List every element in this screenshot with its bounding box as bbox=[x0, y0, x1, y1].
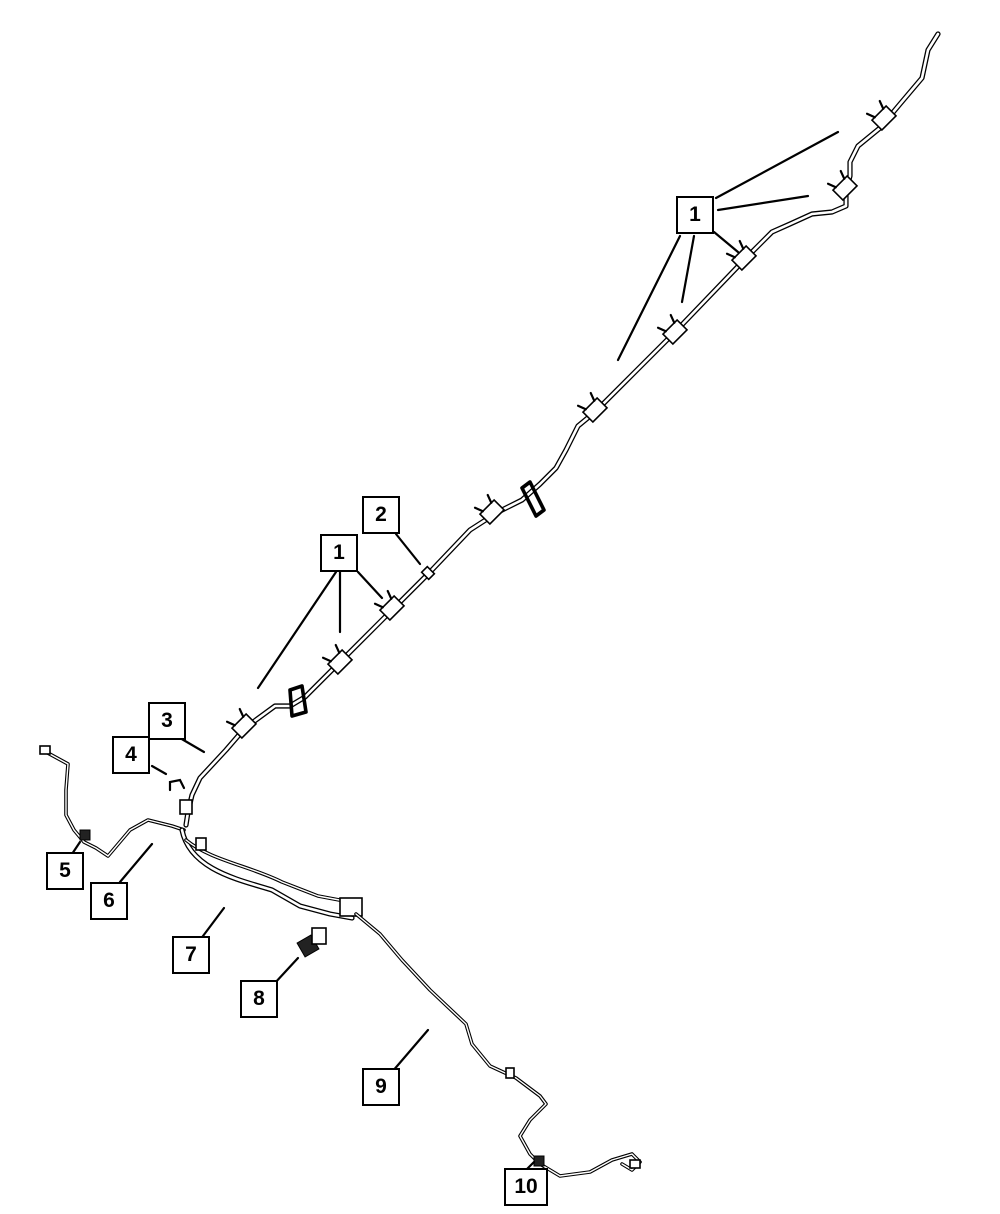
callout-10: 10 bbox=[504, 1168, 548, 1206]
callout-1-lower: 1 bbox=[320, 534, 358, 572]
rear-brake-line bbox=[354, 912, 642, 1178]
callout-label: 8 bbox=[253, 987, 265, 1010]
callout-2: 2 bbox=[362, 496, 400, 534]
callout-label: 3 bbox=[161, 709, 173, 732]
callout-label: 6 bbox=[103, 889, 115, 912]
leader-lines bbox=[70, 130, 840, 1172]
callout-label: 7 bbox=[185, 943, 197, 966]
clip-group bbox=[168, 99, 898, 815]
callout-4: 4 bbox=[112, 736, 150, 774]
callout-9: 9 bbox=[362, 1068, 400, 1106]
callout-label: 10 bbox=[514, 1175, 538, 1198]
callout-label: 5 bbox=[59, 859, 71, 882]
sensor-part bbox=[296, 927, 327, 958]
main-brake-line bbox=[183, 31, 941, 828]
callout-label: 4 bbox=[125, 743, 137, 766]
flex-hose bbox=[179, 827, 363, 921]
callout-3: 3 bbox=[148, 702, 186, 740]
callout-8: 8 bbox=[240, 980, 278, 1018]
left-brake-line bbox=[39, 745, 186, 858]
callout-label: 1 bbox=[333, 541, 345, 564]
callout-5: 5 bbox=[46, 852, 84, 890]
callout-label: 1 bbox=[689, 203, 701, 226]
callout-label: 9 bbox=[375, 1075, 387, 1098]
callout-label: 2 bbox=[375, 503, 387, 526]
callout-6: 6 bbox=[90, 882, 128, 920]
callout-1-upper: 1 bbox=[676, 196, 714, 234]
callout-7: 7 bbox=[172, 936, 210, 974]
